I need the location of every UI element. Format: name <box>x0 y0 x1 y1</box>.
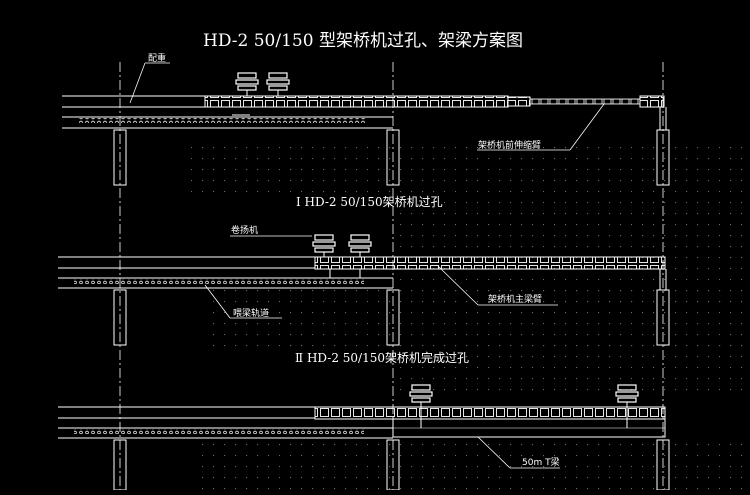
stage-3-feed-track <box>74 429 364 434</box>
diagram-title: HD-2 50/150 型架桥机过孔、架梁方案图 <box>203 31 523 51</box>
stage-3-main-truss <box>314 406 666 420</box>
stage-1-lifting-trolley-2 <box>266 72 290 96</box>
label-counterweight: 配重 <box>148 52 166 64</box>
stage-2-pier-right <box>656 289 670 346</box>
dotted-region-2 <box>395 195 750 305</box>
dotted-region-5 <box>200 440 750 490</box>
dotted-region-1 <box>190 140 750 200</box>
stage-3-lifting-trolley-1 <box>409 384 433 428</box>
stage-1-pier-right <box>656 129 670 186</box>
label-t-beam: 50m T梁 <box>522 456 560 468</box>
stage-2-pier-middle <box>386 289 400 346</box>
stage-1-pier-middle <box>386 129 400 186</box>
stage-1-front-leg-head <box>639 95 665 108</box>
label-main-arm: 架桥机主梁臂 <box>488 293 542 305</box>
stage-1-diagram: 配重 架桥机前伸缩臂 <box>62 52 670 186</box>
label-winch: 卷扬机 <box>231 224 258 236</box>
label-front-arm: 架桥机前伸缩臂 <box>478 139 541 151</box>
stage-2-diagram: 卷扬机 架桥机主梁臂 喂梁轨道 <box>58 224 670 346</box>
label-feed-track: 喂梁轨道 <box>233 307 269 319</box>
stage-1-front-arm <box>529 98 641 105</box>
stage-1-main-truss <box>204 95 509 108</box>
stage-2-pier-left <box>113 289 127 346</box>
stage-2-feed-track <box>74 279 364 284</box>
stage-1-arm-joint <box>507 96 531 107</box>
stage-2-lifting-trolley-1 <box>312 234 336 257</box>
stage-1-pier-left <box>113 129 127 186</box>
stage-1-caption: Ⅰ HD-2 50/150架桥机过孔 <box>296 195 443 209</box>
stage-3-lifting-trolley-2 <box>615 384 639 428</box>
stage-1-lifting-trolley-1 <box>232 72 259 116</box>
stage-1-feed-track <box>77 118 367 123</box>
stage-2-lifting-trolley-2 <box>348 234 372 257</box>
dotted-region-4 <box>395 340 750 400</box>
stage-2-main-truss <box>314 256 666 270</box>
stage-3-diagram: 50m T梁 <box>58 384 670 491</box>
stage-2-caption: Ⅱ HD-2 50/150架桥机完成过孔 <box>295 350 469 365</box>
